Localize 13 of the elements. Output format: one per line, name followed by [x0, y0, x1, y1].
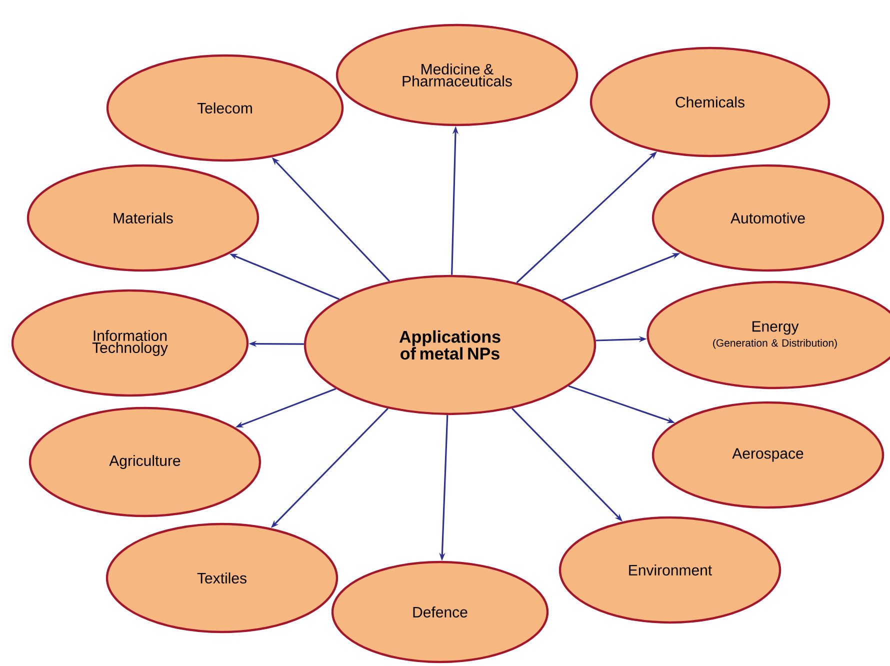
ellipse-node: Applications of metal NPs	[304, 274, 596, 416]
ellipse-node: Materials	[26, 164, 260, 272]
ellipse-node: Textiles	[106, 522, 338, 634]
ellipse-node: Defence	[331, 560, 549, 664]
ellipse-node: Telecom	[106, 54, 344, 162]
ellipse-node: Energy (Generation & Distribution)	[646, 280, 890, 390]
ellipse-node: Environment	[558, 516, 782, 624]
ellipse-node: Medicine & Pharmaceuticals	[336, 24, 578, 126]
ellipse-node: Agriculture	[28, 406, 262, 518]
ellipse-node: Chemicals	[590, 46, 830, 158]
ellipse-node: Information Technology	[11, 289, 249, 397]
ellipse-node: Automotive	[652, 164, 884, 272]
ellipse-node: Aerospace	[652, 401, 884, 509]
